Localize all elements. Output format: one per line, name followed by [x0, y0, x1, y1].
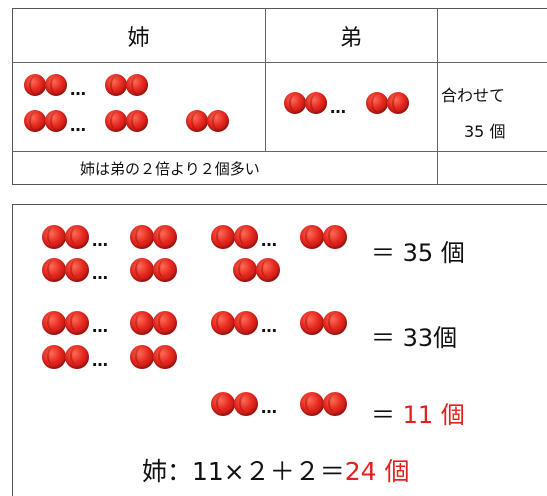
ball [24, 110, 46, 132]
ball [186, 110, 208, 132]
ball [323, 392, 347, 416]
ball [211, 225, 235, 249]
ellipsis: … [261, 317, 277, 336]
ball [42, 258, 66, 282]
ball [105, 74, 127, 96]
ball [300, 392, 324, 416]
ball [42, 225, 66, 249]
ball [105, 110, 127, 132]
header-otouto: 弟 [339, 26, 362, 51]
equation-33: ＝ 33個 [371, 324, 458, 352]
equation-35: ＝ 35 個 [371, 239, 465, 267]
ball [300, 311, 324, 335]
equals-sign: ＝ [371, 401, 395, 429]
ball [366, 92, 388, 114]
ellipsis: … [261, 231, 277, 250]
result-11: 11 個 [402, 401, 465, 429]
ball [153, 345, 177, 369]
ball [323, 311, 347, 335]
ball [126, 74, 148, 96]
ellipsis: … [70, 80, 86, 99]
ball [207, 110, 229, 132]
ball [211, 311, 235, 335]
ball [65, 311, 89, 335]
ball [65, 345, 89, 369]
table-col-divider [265, 8, 266, 151]
ellipsis: … [92, 231, 108, 250]
relation-note: 姉は弟の２倍より２個多い [80, 160, 260, 178]
ball [233, 258, 257, 282]
answer-expression: 姉：11×２＋２＝ [142, 457, 345, 486]
ellipsis: … [92, 351, 108, 370]
ball [300, 225, 324, 249]
ball [65, 225, 89, 249]
ball [24, 74, 46, 96]
ball [284, 92, 306, 114]
ball [211, 392, 235, 416]
ball [234, 225, 258, 249]
ball [65, 258, 89, 282]
answer-value: 24 個 [344, 457, 410, 486]
total-label: 合わせて [441, 86, 506, 105]
ball [305, 92, 327, 114]
answer-line: 姉：11×２＋２＝24 個 [142, 452, 410, 488]
ellipsis: … [70, 116, 86, 135]
ball [42, 345, 66, 369]
ball [323, 225, 347, 249]
header-ane: 姉 [127, 26, 150, 51]
ball [130, 225, 154, 249]
ball [234, 392, 258, 416]
ball [45, 110, 67, 132]
ball [153, 311, 177, 335]
ball [153, 225, 177, 249]
table-col-divider [437, 8, 438, 185]
ball [42, 311, 66, 335]
ball [234, 311, 258, 335]
ball [130, 345, 154, 369]
ellipsis: … [261, 398, 277, 417]
ball [153, 258, 177, 282]
equation-11: ＝ 11 個 [371, 395, 465, 430]
ellipsis: … [330, 98, 346, 117]
ball [387, 92, 409, 114]
total-value: 35 個 [464, 122, 506, 141]
solution-box [12, 204, 547, 496]
ellipsis: … [92, 264, 108, 283]
summary-table [12, 8, 547, 185]
ball [126, 110, 148, 132]
ball [45, 74, 67, 96]
table-row-divider [12, 62, 547, 63]
ball [256, 258, 280, 282]
ball [130, 311, 154, 335]
ball [130, 258, 154, 282]
ellipsis: … [92, 317, 108, 336]
table-row-divider [12, 151, 547, 152]
